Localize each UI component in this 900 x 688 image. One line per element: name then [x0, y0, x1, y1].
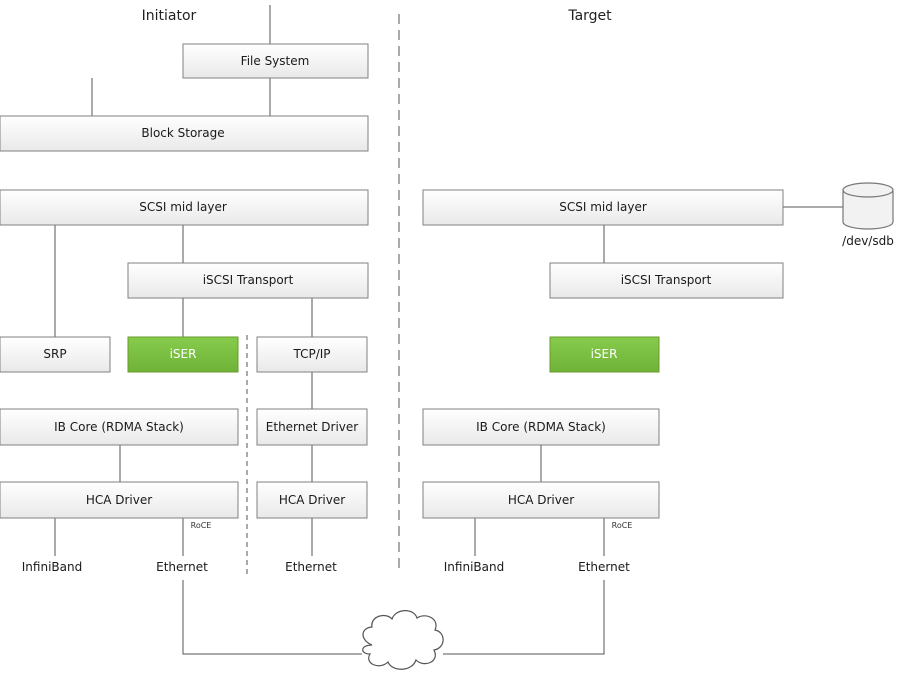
initiator-iser-box[interactable]: iSER [127, 336, 239, 373]
srp-label: SRP [43, 347, 66, 361]
target-scsi-mid-layer-box[interactable]: SCSI mid layer [422, 189, 784, 226]
disk-label: /dev/sdb [842, 234, 894, 248]
target-infiniband-label: InfiniBand [444, 560, 504, 574]
target-ethernet-label: Ethernet [578, 560, 630, 574]
initiator-scsi-mid-layer-box[interactable]: SCSI mid layer [0, 189, 369, 226]
disk-cylinder-icon[interactable] [842, 182, 894, 230]
target-heading: Target [567, 8, 612, 24]
target-iser-label: iSER [591, 347, 618, 361]
target-ib-core-label: IB Core (RDMA Stack) [476, 420, 606, 434]
initiator-infiniband-label: InfiniBand [22, 560, 82, 574]
target-hca-driver-box[interactable]: HCA Driver [422, 481, 660, 519]
target-iscsi-transport-label: iSCSI Transport [621, 273, 712, 287]
initiator-iser-label: iSER [170, 347, 197, 361]
ethernet-driver-label: Ethernet Driver [266, 420, 358, 434]
ethernet-hca-driver-label: HCA Driver [279, 493, 345, 507]
target-connectors [443, 206, 843, 655]
block-storage-box[interactable]: Block Storage [0, 115, 369, 152]
initiator-ib-core-box[interactable]: IB Core (RDMA Stack) [0, 408, 239, 446]
ethernet-driver-box[interactable]: Ethernet Driver [256, 408, 368, 446]
file-system-box[interactable]: File System [182, 43, 369, 79]
target-iscsi-transport-box[interactable]: iSCSI Transport [549, 262, 784, 299]
block-storage-label: Block Storage [141, 126, 224, 140]
initiator-scsi-mid-layer-label: SCSI mid layer [139, 200, 227, 214]
initiator-roce-label: RoCE [191, 521, 212, 530]
initiator-hca-driver-box[interactable]: HCA Driver [0, 481, 239, 519]
initiator-ib-core-label: IB Core (RDMA Stack) [54, 420, 184, 434]
target-roce-label: RoCE [612, 521, 633, 530]
initiator-connectors [54, 5, 362, 655]
file-system-label: File System [241, 54, 310, 68]
initiator-iscsi-transport-box[interactable]: iSCSI Transport [127, 262, 369, 299]
target-scsi-mid-layer-label: SCSI mid layer [559, 200, 647, 214]
tcp-ethernet-label: Ethernet [285, 560, 337, 574]
initiator-ethernet-label: Ethernet [156, 560, 208, 574]
initiator-heading: Initiator [142, 8, 197, 24]
cloud-icon [362, 610, 444, 670]
tcp-ip-box[interactable]: TCP/IP [256, 336, 368, 373]
target-hca-driver-label: HCA Driver [508, 493, 574, 507]
srp-box[interactable]: SRP [0, 336, 111, 373]
target-ib-core-box[interactable]: IB Core (RDMA Stack) [422, 408, 660, 446]
ethernet-hca-driver-box[interactable]: HCA Driver [256, 481, 368, 519]
initiator-iscsi-transport-label: iSCSI Transport [203, 273, 294, 287]
tcp-ip-label: TCP/IP [292, 347, 330, 361]
target-iser-box[interactable]: iSER [549, 336, 660, 373]
initiator-hca-driver-label: HCA Driver [86, 493, 152, 507]
